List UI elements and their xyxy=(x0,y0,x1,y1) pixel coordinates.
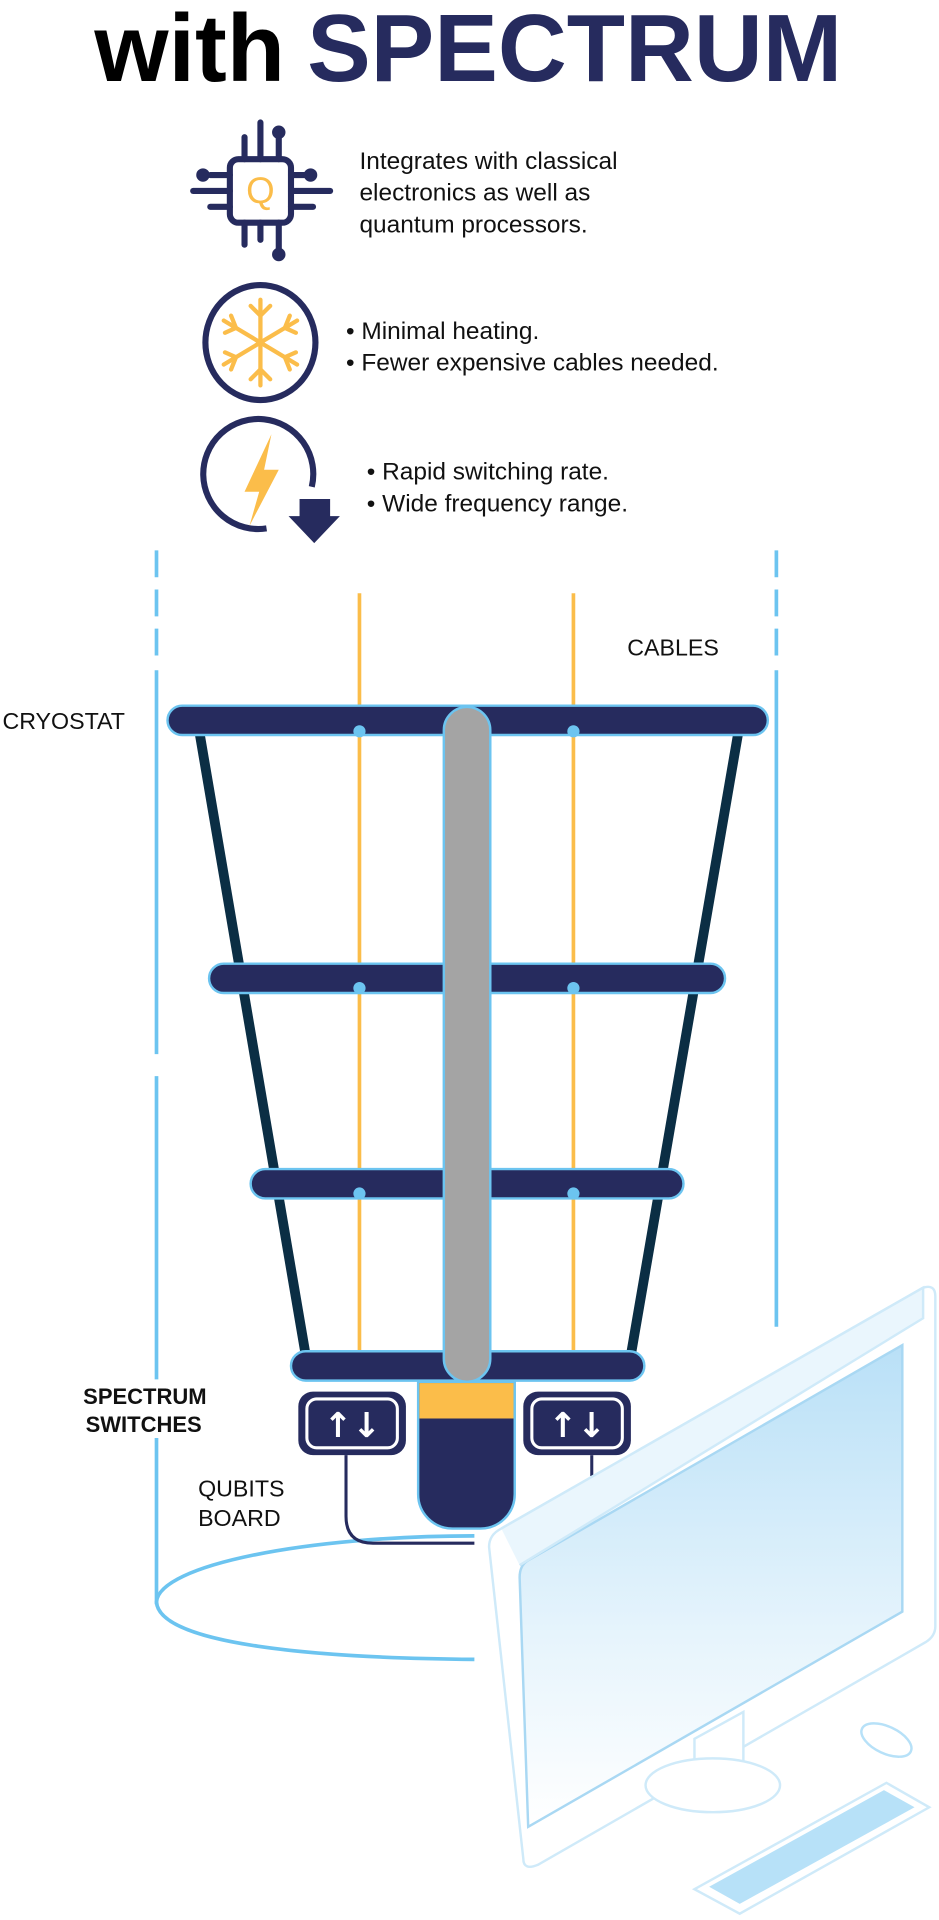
feature-2-text: • Minimal heating. • Fewer expensive cab… xyxy=(346,318,719,377)
chip-letter: Q xyxy=(246,170,275,211)
svg-text:quantum processors.: quantum processors. xyxy=(359,212,587,239)
cryostat-label: CRYOSTAT xyxy=(2,708,125,734)
svg-text:• Wide frequency range.: • Wide frequency range. xyxy=(367,490,628,517)
support-legs xyxy=(194,730,744,1356)
qubits-board-label: QUBITS BOARD xyxy=(198,1476,284,1531)
cold-finger-rod xyxy=(442,705,492,1384)
svg-text:Integrates with classical: Integrates with classical xyxy=(359,148,617,175)
feature-1-text: Integrates with classical electronics as… xyxy=(359,148,617,239)
spectrum-switch-left: ↑↓ xyxy=(298,1391,406,1456)
cables-label: CABLES xyxy=(627,635,719,661)
switch-arrows-icon: ↑↓ xyxy=(323,1406,380,1446)
switch-wires xyxy=(344,1455,594,1545)
qubits-board xyxy=(416,1380,516,1530)
lightning-switch-icon xyxy=(200,415,340,544)
quantum-chip-icon xyxy=(190,119,334,262)
mouse-icon xyxy=(860,1722,913,1758)
feature-3-text: • Rapid switching rate. • Wide frequency… xyxy=(367,458,628,517)
switch-arrows-icon: ↑↓ xyxy=(548,1406,605,1446)
svg-text:electronics as well as: electronics as well as xyxy=(359,180,590,207)
svg-text:QUBITS: QUBITS xyxy=(198,1476,284,1502)
cable-feedthroughs xyxy=(353,725,580,1200)
svg-text:• Minimal heating.: • Minimal heating. xyxy=(346,318,539,345)
spectrum-switch-right: ↑↓ xyxy=(523,1391,631,1456)
spectrum-switches-label: SPECTRUM SWITCHES xyxy=(83,1384,206,1437)
computer-monitor xyxy=(487,1285,937,1868)
svg-text:• Rapid switching rate.: • Rapid switching rate. xyxy=(367,458,609,485)
svg-text:SWITCHES: SWITCHES xyxy=(86,1412,202,1437)
svg-text:SPECTRUM: SPECTRUM xyxy=(83,1384,206,1409)
svg-text:• Fewer expensive cables neede: • Fewer expensive cables needed. xyxy=(346,350,719,377)
cryostat-wall xyxy=(154,550,779,1662)
snowflake-icon xyxy=(202,282,319,404)
keyboard-icon xyxy=(691,1781,932,1916)
svg-text:BOARD: BOARD xyxy=(198,1505,281,1531)
